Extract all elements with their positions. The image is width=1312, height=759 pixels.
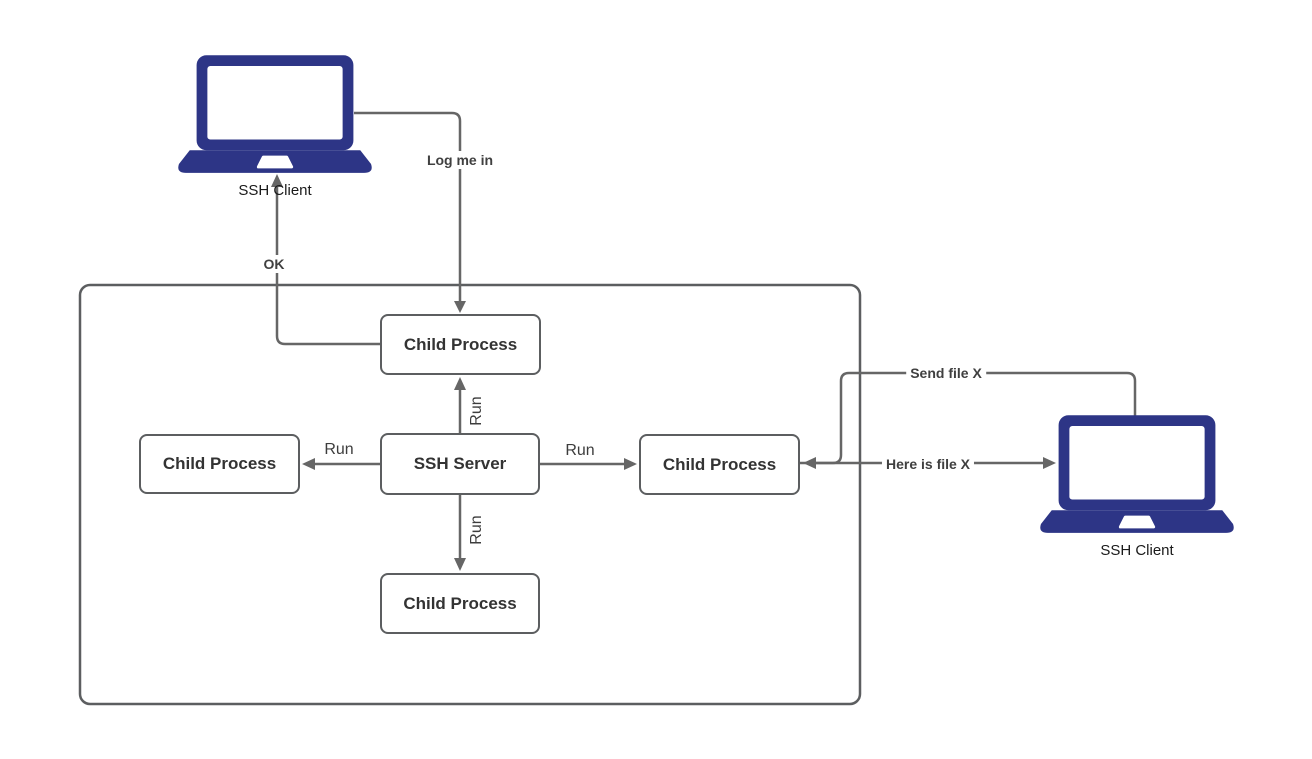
laptop-screen-display bbox=[1069, 426, 1205, 500]
edge-send-file bbox=[816, 371, 1137, 465]
laptop-icon-right bbox=[1039, 414, 1235, 537]
arrowhead-ok bbox=[271, 174, 283, 187]
laptop-icon-left bbox=[177, 54, 373, 177]
node-label: SSH Server bbox=[413, 454, 507, 473]
client-caption-right: SSH Client bbox=[1100, 542, 1174, 559]
edge-label-run-top: Run bbox=[468, 396, 485, 426]
node-child-process-top: Child Process bbox=[380, 314, 541, 375]
arrowhead-run-top bbox=[454, 377, 466, 390]
node-label: Child Process bbox=[162, 454, 277, 473]
edge-log-me-in bbox=[354, 111, 462, 302]
edge-label-run-left: Run bbox=[324, 441, 354, 458]
edge-label-log-me-in: Log me in bbox=[422, 151, 498, 169]
edge-ok bbox=[275, 186, 380, 346]
arrowhead-here-is-file bbox=[1043, 457, 1056, 469]
edge-label-here-is-file: Here is file X bbox=[881, 455, 975, 473]
node-ssh-server: SSH Server bbox=[380, 433, 540, 495]
edge-label-run-bottom: Run bbox=[468, 515, 485, 545]
edge-label-send-file: Send file X bbox=[906, 364, 986, 382]
arrowhead-run-left bbox=[302, 458, 315, 470]
node-label: Child Process bbox=[403, 334, 518, 354]
arrowhead-run-right bbox=[624, 458, 637, 470]
node-child-process-left: Child Process bbox=[139, 434, 300, 494]
node-label: Child Process bbox=[403, 593, 517, 613]
node-label: Child Process bbox=[662, 454, 777, 474]
arrowhead-run-bottom bbox=[454, 558, 466, 571]
node-child-process-bottom: Child Process bbox=[380, 573, 540, 634]
node-child-process-right: Child Process bbox=[639, 434, 800, 495]
arrowhead-log-me-in bbox=[454, 301, 466, 313]
laptop-screen-display bbox=[207, 66, 343, 140]
laptop-notch bbox=[256, 155, 294, 169]
edge-label-ok: OK bbox=[259, 255, 289, 273]
laptop-notch bbox=[1118, 515, 1156, 529]
edge-label-run-right: Run bbox=[565, 442, 595, 459]
client-caption-left: SSH Client bbox=[238, 182, 312, 199]
